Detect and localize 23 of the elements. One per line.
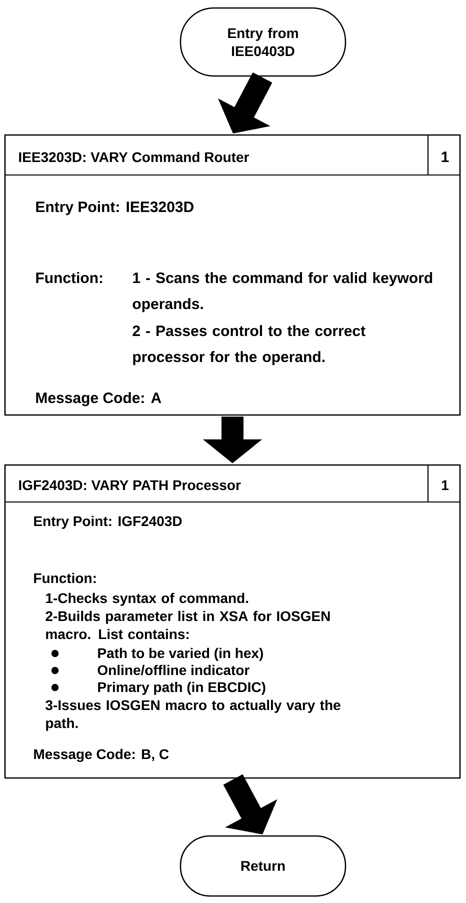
- bullet-item: Primary path (in EBCDIC): [51, 682, 266, 695]
- page-number: 1: [442, 480, 448, 490]
- list-item: 2 - Passes control to the correct processor for the operand.: [132, 325, 366, 366]
- box-title: IEE3203D: VARY Command Router: [19, 152, 249, 162]
- page-number: 1: [442, 152, 449, 162]
- list-item: 2-Builds parameter list in XSA for IOSGEN macro. List contains:: [46, 610, 330, 640]
- process-box: [4, 464, 461, 779]
- terminator: Return: [180, 835, 346, 897]
- terminator: Entry from IEE0403D: [180, 7, 346, 77]
- text-line: Entry Point: IGF2403D: [34, 516, 182, 529]
- text-line: Message Code: B, C: [34, 748, 169, 762]
- list-item: 3-Issues IOSGEN macro to actually vary the path.: [46, 700, 340, 731]
- text-line: Message Code: A: [36, 392, 162, 406]
- process-box: [4, 134, 461, 416]
- bullet-item: Path to be varied (in hex): [51, 648, 263, 661]
- list-item: 1 - Scans the command for valid keyword operands.: [132, 272, 432, 312]
- text-line: Function:: [34, 572, 96, 584]
- list-item: 1-Checks syntax of command.: [46, 592, 248, 606]
- bullet-item: Online/offline indicator: [51, 664, 250, 676]
- block-arrow: [223, 774, 278, 834]
- text-line: Entry Point: IEE3203D: [36, 201, 194, 216]
- box-title: IGF2403D: VARY PATH Processor: [19, 480, 241, 490]
- text-line: Function:: [36, 272, 102, 284]
